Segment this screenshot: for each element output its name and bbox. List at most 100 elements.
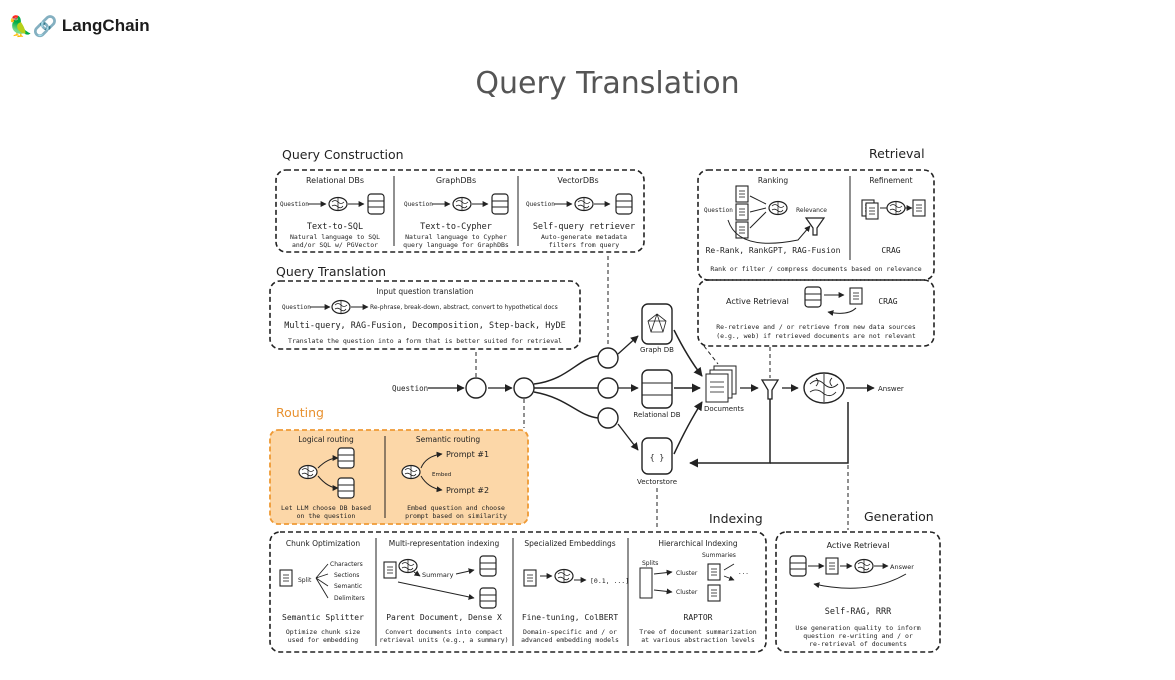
logical-routing-desc: Let LLM choose DB based [281, 504, 371, 512]
llm-brain-icon [854, 558, 874, 574]
parent-document-label: Parent Document, Dense X [386, 613, 502, 622]
query-translation-box [269, 280, 581, 350]
document-icon [735, 221, 749, 239]
hierarchical-indexing-header: Hierarchical Indexing [658, 539, 738, 548]
llm-brain-icon [554, 568, 574, 584]
prompt-1-label: Prompt #1 [446, 450, 489, 459]
chunk-desc: used for embedding [288, 636, 359, 644]
routing-node [513, 377, 535, 399]
chunk-method: Sections [334, 572, 359, 579]
langchain-logo: 🦜🔗 LangChain [8, 16, 150, 36]
generation-desc: Use generation quality to inform [795, 624, 920, 632]
relational-db-icon [641, 369, 673, 409]
summary-doc-icon [707, 584, 721, 602]
llm-brain-icon [886, 200, 906, 216]
db-icon [337, 447, 355, 469]
ellipsis: ... [738, 569, 749, 576]
text-to-sql-desc: Natural language to SQL [290, 233, 380, 241]
vectordbs-header: VectorDBs [557, 176, 598, 185]
graph-db-label: Graph DB [640, 346, 674, 354]
self-query-desc: filters from query [549, 241, 620, 249]
routing-title: Routing [276, 405, 324, 420]
question-label: Question [392, 384, 428, 393]
text-to-cypher-desc: query language for GraphDBs [403, 241, 509, 249]
question-label: Question [526, 201, 555, 208]
translation-desc: Translate the question into a form that … [288, 337, 562, 345]
input-question-translation-header: Input question translation [377, 287, 474, 296]
hier-desc: Tree of document summarization [639, 628, 756, 636]
active-retrieval-desc: Re-retrieve and / or retrieve from new d… [716, 323, 916, 331]
raptor-label: RAPTOR [684, 613, 713, 622]
page-title: Query Translation [475, 66, 740, 101]
chunk-optimization-header: Chunk Optimization [286, 539, 360, 548]
query-construction-node [597, 407, 619, 429]
filter-icon [760, 379, 780, 400]
text-to-cypher-label: Text-to-Cypher [420, 222, 492, 232]
question-label: Question [704, 207, 733, 214]
query-translation-node [465, 377, 487, 399]
vectorstore-label: Vectorstore [637, 478, 677, 486]
documents-label: Documents [704, 405, 744, 413]
document-icon [383, 561, 397, 579]
embed-desc: advanced embedding models [521, 636, 619, 644]
active-retrieval-desc: (e.g., web) if retrieved documents are n… [716, 332, 916, 340]
query-construction-node [597, 347, 619, 369]
specialized-embeddings-header: Specialized Embeddings [524, 539, 615, 548]
multi-representation-header: Multi-representation indexing [389, 539, 500, 548]
retrieval-desc: Rank or filter / compress documents base… [710, 265, 921, 273]
chunk-desc: Optimize chunk size [286, 628, 360, 636]
document-icon [735, 203, 749, 221]
indexing-title: Indexing [709, 511, 763, 526]
text-to-cypher-desc: Natural language to Cypher [405, 233, 507, 241]
llm-brain-icon [298, 464, 318, 480]
llm-brain-icon [803, 372, 845, 404]
logical-routing-desc: on the question [297, 512, 356, 520]
llm-brain-icon [331, 299, 351, 315]
generation-desc: question re-writing and / or [803, 632, 913, 640]
semantic-splitter-label: Semantic Splitter [282, 613, 364, 622]
relational-dbs-header: Relational DBs [306, 176, 364, 185]
fine-tuning-label: Fine-tuning, ColBERT [522, 613, 619, 622]
crag-label: CRAG [881, 246, 900, 255]
indexing-box [269, 531, 767, 653]
text-to-sql-label: Text-to-SQL [307, 222, 363, 232]
document-icon [523, 569, 537, 587]
llm-brain-icon [401, 464, 421, 480]
split-label: Split [298, 577, 312, 584]
document-icon [849, 287, 863, 305]
query-translation-title: Query Translation [276, 264, 386, 279]
retrieval-title: Retrieval [869, 146, 925, 161]
chunk-method: Delimiters [334, 595, 365, 602]
logical-routing-header: Logical routing [298, 435, 354, 444]
question-label: Question [280, 201, 309, 208]
chunk-method: Semantic [334, 583, 362, 590]
query-construction-title: Query Construction [282, 147, 404, 162]
graph-db-icon [337, 477, 355, 499]
splits-icon [639, 567, 653, 599]
llm-brain-icon [328, 196, 348, 212]
generation-box [775, 531, 941, 653]
llm-brain-icon [398, 558, 418, 574]
document-icon [865, 202, 879, 220]
embedding-vector: [0.1, ...] [590, 577, 629, 585]
logo-text: LangChain [61, 16, 150, 35]
semantic-routing-desc: Embed question and choose [407, 504, 505, 512]
filter-icon [804, 217, 826, 236]
query-construction-box [275, 169, 645, 253]
question-label: Question [282, 304, 311, 311]
vectorstore-icon [804, 286, 822, 308]
graph-db-icon [641, 303, 673, 345]
embed-label: Embed [432, 472, 451, 478]
self-rag-label: Self-RAG, RRR [825, 607, 892, 617]
summary-doc-icon [707, 563, 721, 581]
answer-label: Answer [890, 563, 914, 571]
vectorstore-icon [641, 437, 673, 475]
chunk-method: Characters [330, 561, 363, 568]
translation-methods: Multi-query, RAG-Fusion, Decomposition, … [284, 321, 565, 331]
vectorstore-icon [479, 555, 497, 577]
active-retrieval-header: Active Retrieval [726, 297, 789, 306]
db-icon [479, 587, 497, 609]
embed-desc: Domain-specific and / or [523, 628, 617, 636]
cluster-label: Cluster [676, 570, 698, 577]
semantic-routing-desc: prompt based on similarity [405, 512, 507, 520]
